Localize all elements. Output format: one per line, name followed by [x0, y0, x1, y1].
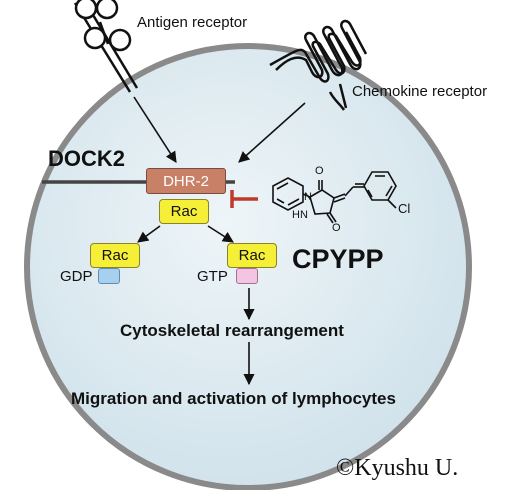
cpypp-label: CPYPP: [292, 244, 384, 274]
copyright-notice: ©Kyushu U.: [336, 455, 459, 481]
gdp-label: GDP: [60, 268, 93, 285]
rac-active-top: Rac: [159, 199, 209, 224]
inhibitor-chloro-atom: Cl: [398, 201, 411, 216]
rac-gtp-bound: Rac: [227, 243, 277, 268]
cytoskeletal-rearrangement-label: Cytoskeletal rearrangement: [120, 321, 344, 340]
migration-activation-label: Migration and activation of lymphocytes: [71, 389, 396, 408]
arrow-chemokine-to-dock2: [238, 102, 306, 163]
dock2-label: DOCK2: [48, 146, 126, 171]
dhr2-domain: DHR-2: [146, 168, 226, 194]
inhibitor-o-top: O: [315, 165, 324, 177]
inhibitor-o-bottom: O: [332, 222, 341, 234]
chemokine-receptor-label: Chemokine receptor: [352, 83, 488, 100]
cpypp-structure-icon: [272, 171, 397, 224]
arrow-antigen-to-dock2: [133, 96, 177, 163]
arrow-rac-gdp: [137, 225, 161, 243]
inhibitor-n-atom: N: [304, 191, 312, 203]
antigen-receptor-icon: [73, 0, 139, 93]
gdp-nucleotide: [98, 268, 120, 284]
chemokine-coil-icon: [275, 19, 368, 109]
gtp-label: GTP: [197, 268, 228, 285]
inhibition-symbol: [230, 190, 258, 208]
rac-gdp-bound: Rac: [90, 243, 140, 268]
antigen-receptor-label: Antigen receptor: [137, 14, 248, 31]
arrow-rac-gtp: [207, 225, 234, 243]
inhibitor-hn-atom: HN: [292, 209, 308, 221]
gtp-nucleotide: [236, 268, 258, 284]
